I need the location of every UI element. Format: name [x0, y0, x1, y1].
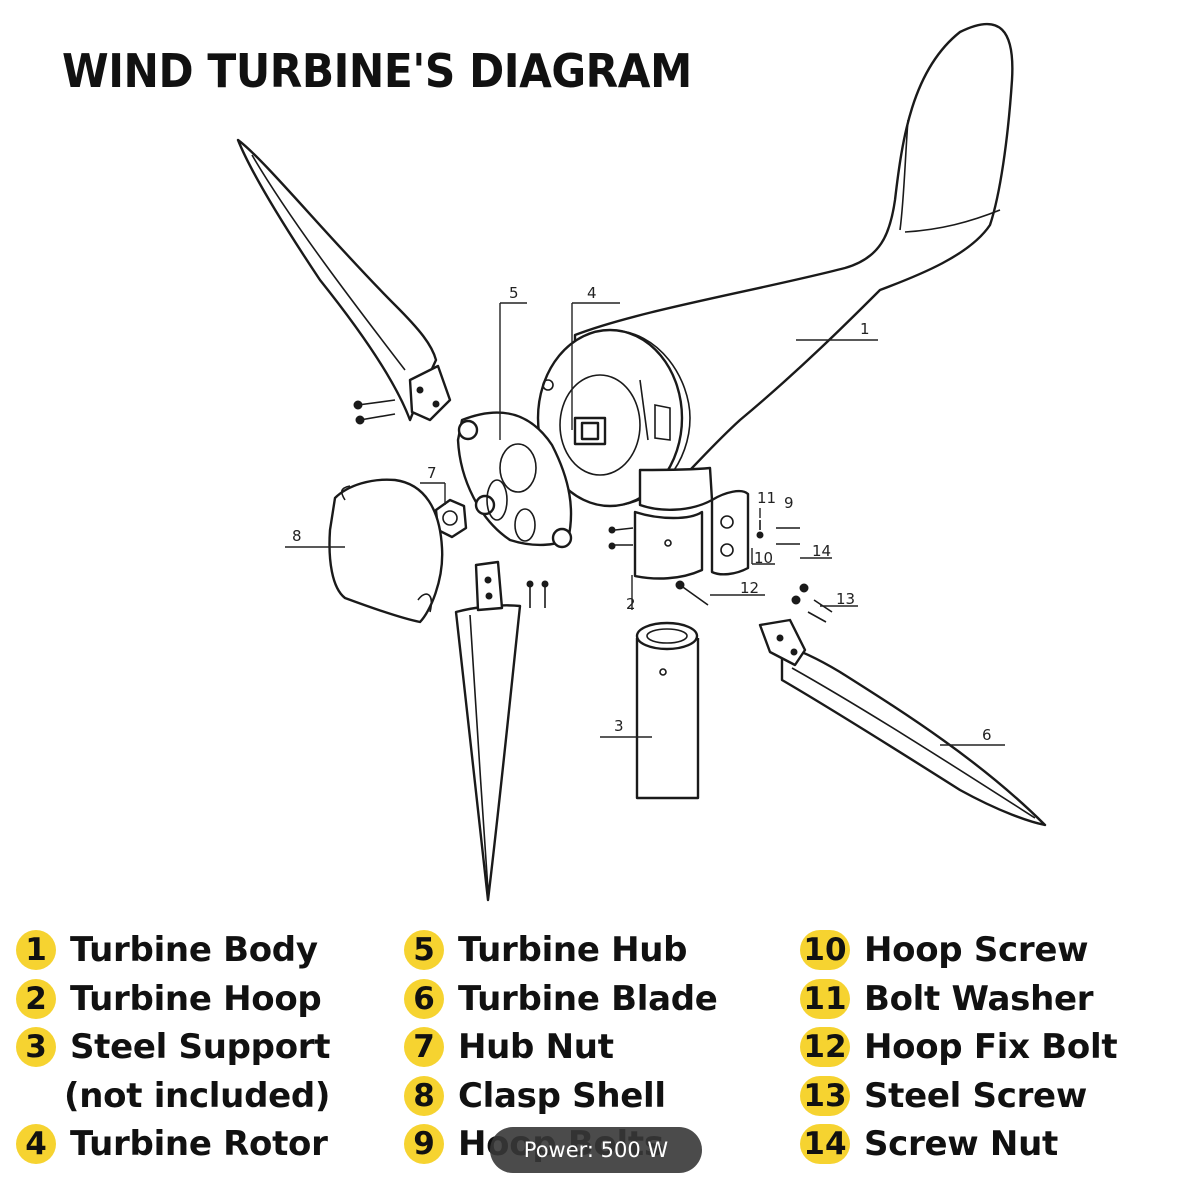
legend-label: Hub Nut — [458, 1027, 614, 1068]
legend-number: 6 — [404, 978, 444, 1019]
legend-item-7: 7 Hub Nut — [404, 1023, 718, 1072]
legend-number: 14 — [800, 1124, 850, 1165]
legend-item-13: 13 Steel Screw — [800, 1072, 1117, 1121]
legend-item-5: 5 Turbine Hub — [404, 926, 718, 975]
legend-label: Hoop Fix Bolt — [864, 1027, 1118, 1068]
legend-number: 7 — [404, 1027, 444, 1068]
exploded-diagram: 1 2 3 4 5 6 7 8 10 11 12 13 14 9 — [236, 22, 1047, 902]
legend-item-10: 10 Hoop Screw — [800, 926, 1117, 975]
callout-4: 4 — [587, 284, 597, 302]
parts-legend: 1 Turbine Body 2 Turbine Hoop 3 Steel Su… — [0, 918, 1200, 1195]
legend-column-1: 1 Turbine Body 2 Turbine Hoop 3 Steel Su… — [16, 926, 331, 1169]
legend-label: Bolt Washer — [864, 978, 1094, 1019]
legend-number: 2 — [16, 978, 56, 1019]
legend-number: 3 — [16, 1027, 56, 1068]
clasp-shell — [328, 478, 444, 624]
legend-number: 11 — [800, 978, 850, 1019]
legend-item-3-note: (not included) — [16, 1072, 330, 1121]
callout-1: 1 — [860, 320, 870, 338]
legend-label: Steel Support — [70, 1027, 331, 1068]
legend-item-6: 6 Turbine Blade — [404, 975, 718, 1024]
legend-label: Steel Screw — [864, 1075, 1087, 1116]
legend-label: Turbine Hoop — [70, 978, 322, 1019]
turbine-blade-bottom — [454, 560, 549, 902]
legend-note: (not included) — [64, 1075, 331, 1116]
callout-13: 13 — [836, 590, 855, 608]
legend-label: Hoop Screw — [864, 930, 1089, 971]
legend-label: Turbine Rotor — [70, 1124, 328, 1165]
legend-item-2: 2 Turbine Hoop — [16, 975, 330, 1024]
callout-10: 10 — [754, 549, 773, 567]
legend-item-11: 11 Bolt Washer — [800, 975, 1117, 1024]
legend-item-4: 4 Turbine Rotor — [16, 1120, 330, 1169]
callout-numbers: 1 2 3 4 5 6 7 8 10 11 12 13 14 — [292, 284, 992, 744]
legend-item-8: 8 Clasp Shell — [404, 1072, 718, 1121]
page-title: WIND TURBINE'S DIAGRAM — [62, 44, 692, 98]
callout-6: 6 — [982, 726, 992, 744]
callout-2: 2 — [626, 595, 636, 613]
legend-column-3: 10 Hoop Screw 11 Bolt Washer 12 Hoop Fix… — [800, 926, 1118, 1169]
legend-number: 12 — [800, 1027, 850, 1068]
legend-number: 13 — [800, 1075, 850, 1116]
turbine-hoop — [608, 489, 750, 580]
legend-item-1: 1 Turbine Body — [16, 926, 330, 975]
callout-14: 14 — [812, 542, 831, 560]
callout-8: 8 — [292, 527, 302, 545]
turbine-body — [536, 22, 1014, 511]
legend-item-3: 3 Steel Support — [16, 1023, 331, 1072]
legend-label: Turbine Hub — [458, 930, 688, 971]
legend-label: Clasp Shell — [458, 1075, 666, 1116]
legend-number: 9 — [404, 1124, 444, 1165]
legend-label: Turbine Blade — [458, 978, 718, 1019]
leader-lines — [285, 302, 1005, 746]
callout-7: 7 — [427, 464, 437, 482]
legend-label: Turbine Body — [70, 930, 318, 971]
steel-support — [635, 621, 700, 800]
turbine-blade-right — [758, 618, 1047, 827]
callout-12: 12 — [740, 579, 759, 597]
callout-5: 5 — [509, 284, 519, 302]
legend-number: 4 — [16, 1124, 56, 1165]
turbine-hub — [456, 411, 573, 549]
callout-11: 11 — [757, 489, 776, 507]
legend-item-14: 14 Screw Nut — [800, 1120, 1117, 1169]
legend-number: 8 — [404, 1075, 444, 1116]
legend-number: 1 — [16, 930, 56, 971]
legend-number: 5 — [404, 930, 444, 971]
legend-item-12: 12 Hoop Fix Bolt — [800, 1023, 1118, 1072]
callout-3: 3 — [614, 717, 624, 735]
callout-9-mark: 9 — [784, 494, 794, 512]
power-badge: Power: 500 W — [490, 1127, 702, 1173]
turbine-blade-top-left — [236, 138, 452, 425]
legend-number: 10 — [800, 930, 850, 971]
legend-label: Screw Nut — [864, 1124, 1058, 1165]
